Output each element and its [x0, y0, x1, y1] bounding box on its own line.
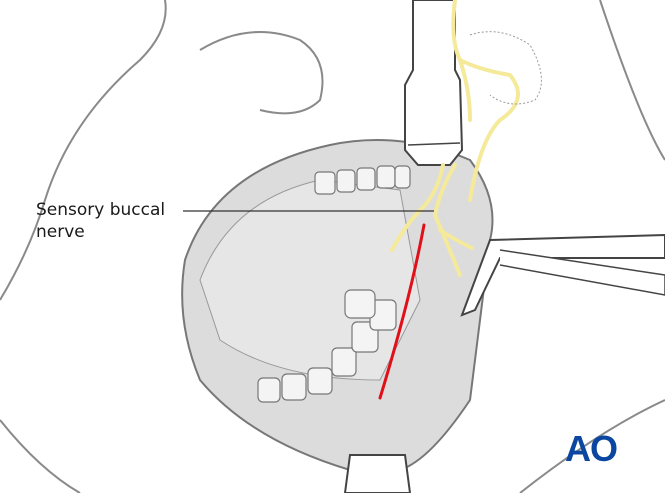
nerve-label-line2: nerve	[36, 222, 85, 242]
upper-teeth	[314, 165, 411, 195]
buccal-nerve	[390, 0, 520, 277]
incision-line	[378, 223, 426, 400]
nerve-label-line1: Sensory buccal	[36, 200, 166, 220]
nerve-label: Sensory buccal nerve	[36, 199, 165, 243]
lower-teeth	[257, 289, 397, 403]
ao-logo: AO	[565, 428, 618, 469]
